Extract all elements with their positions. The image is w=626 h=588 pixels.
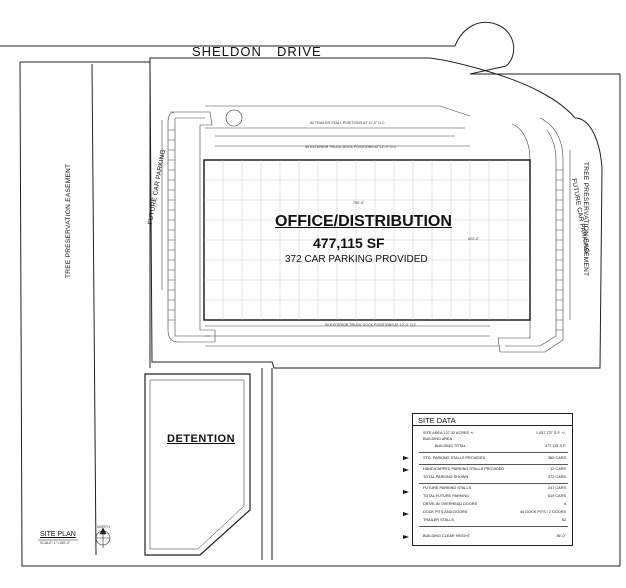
building-parking-note: 372 CAR PARKING PROVIDED bbox=[285, 254, 428, 265]
site-plan-title: SITE PLAN bbox=[40, 531, 76, 538]
site-data-row: BUILDING AREA bbox=[423, 437, 453, 441]
detention-label: DETENTION bbox=[167, 433, 236, 445]
site-boundary bbox=[19, 61, 621, 567]
west-parking-loop bbox=[167, 111, 216, 343]
arrow-icon bbox=[403, 468, 409, 472]
developed-area bbox=[149, 61, 603, 369]
detention-pond bbox=[144, 373, 251, 556]
site-data-row: SITE AREA 127.32 ACRES +/-1,057,727 S.F.… bbox=[423, 431, 566, 435]
north-label: NORTH bbox=[97, 525, 110, 529]
south-drive bbox=[205, 325, 500, 347]
building-area: 477,115 SF bbox=[313, 235, 385, 251]
arrow-icon bbox=[403, 512, 409, 516]
road-edge-bottom bbox=[20, 57, 576, 119]
north-dock-note: 50 EXTERIOR TRUCK DOCK POSITIONS AT 12'-… bbox=[305, 145, 398, 149]
tree-easement-west: TREE PRESERVATION EASEMENT bbox=[65, 163, 72, 278]
building-title: OFFICE/DISTRIBUTION bbox=[275, 213, 452, 230]
south-dock-note: 50 EXTERIOR TRUCK DOCK POSITIONS AT 12'-… bbox=[325, 323, 418, 327]
arrow-icon bbox=[403, 490, 409, 494]
road-edge-top bbox=[0, 21, 620, 75]
site-plan-scale: SCALE: 1"=150'-0" bbox=[40, 541, 71, 545]
building-width-dim: 750'-0" bbox=[353, 201, 365, 205]
planter-circle bbox=[225, 109, 243, 127]
north-drive bbox=[205, 105, 471, 129]
building-depth-dim: 620'-0" bbox=[468, 237, 480, 241]
site-data-table: SITE DATA SITE AREA 127.32 ACRES +/-1,05… bbox=[412, 413, 573, 546]
road-label-drive: DRIVE bbox=[277, 44, 322, 59]
arrow-icon bbox=[403, 535, 409, 539]
site-data-title: SITE DATA bbox=[413, 414, 572, 426]
road-label-sheldon: SHELDON bbox=[192, 44, 262, 59]
trailer-stalls-note: 52 TRAILER STALL POSITIONS AT 11'-0" O.C… bbox=[310, 121, 386, 125]
north-arrow-icon bbox=[95, 527, 111, 548]
arrow-icon bbox=[403, 456, 409, 460]
west-parcel-line bbox=[91, 63, 97, 556]
